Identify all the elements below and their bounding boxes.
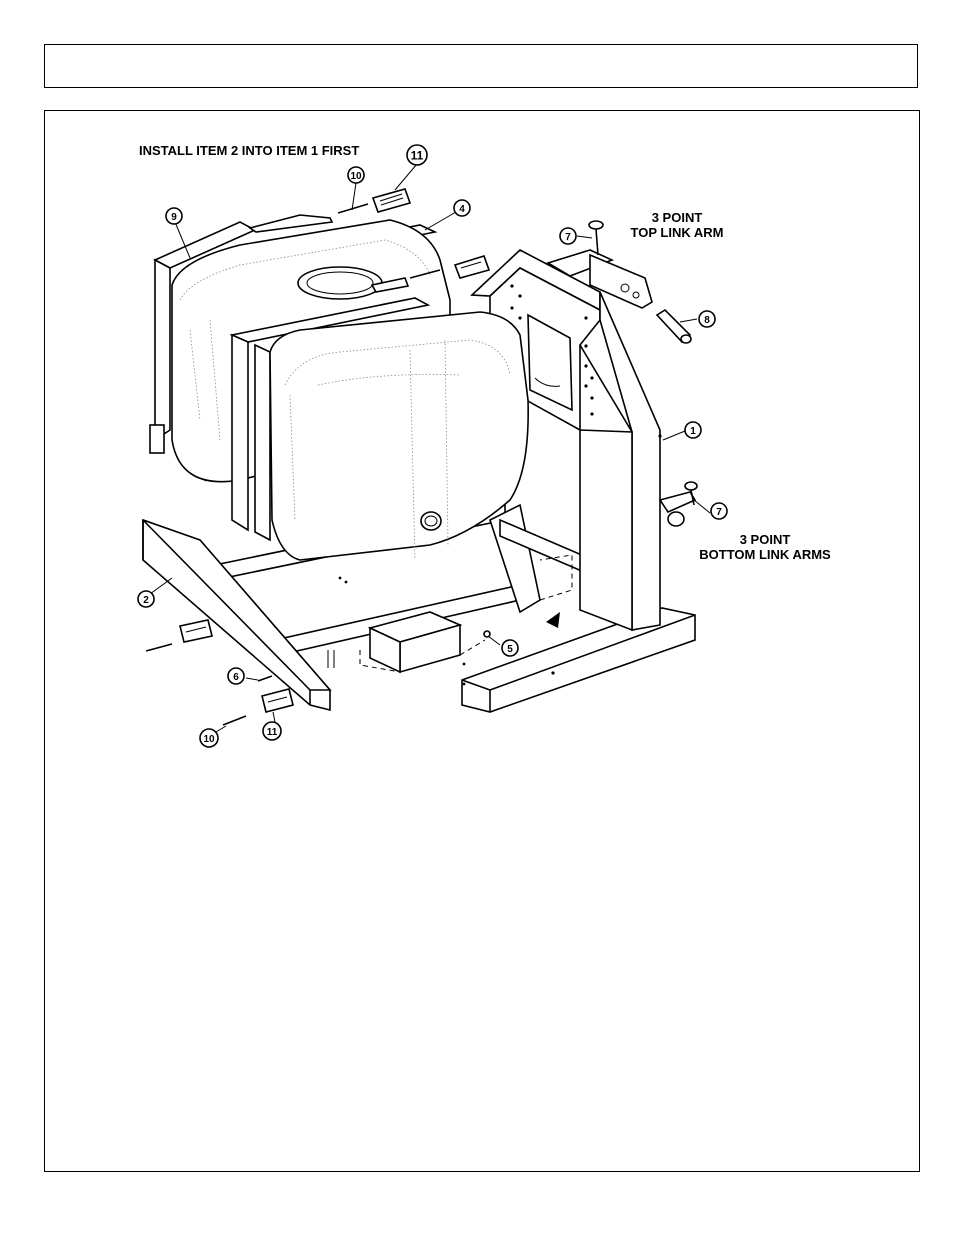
install-instruction: INSTALL ITEM 2 INTO ITEM 1 FIRST bbox=[139, 143, 359, 158]
callout-10-top-text: 10 bbox=[350, 171, 362, 182]
callout-7-bottom-text: 7 bbox=[716, 507, 722, 518]
callout-10-bottom: 10 bbox=[199, 728, 219, 748]
header-box bbox=[44, 44, 918, 88]
callout-11-bottom: 11 bbox=[262, 721, 282, 741]
callout-8-text: 8 bbox=[704, 315, 710, 326]
callout-6-text: 6 bbox=[233, 672, 239, 683]
callout-2: 2 bbox=[137, 590, 155, 608]
callout-5: 5 bbox=[501, 639, 519, 657]
diagram-frame bbox=[44, 110, 920, 1172]
callout-5-text: 5 bbox=[507, 644, 513, 655]
callout-11-top-text: 11 bbox=[411, 149, 424, 163]
callout-8: 8 bbox=[698, 310, 716, 328]
callout-7-top-text: 7 bbox=[565, 232, 571, 243]
callout-11-bottom-text: 11 bbox=[267, 727, 278, 738]
hardware bbox=[145, 188, 698, 726]
callout-7-top: 7 bbox=[559, 227, 577, 245]
callout-2-text: 2 bbox=[143, 595, 149, 606]
callout-10-bottom-text: 10 bbox=[203, 734, 215, 745]
top-link-label-line1: 3 POINT bbox=[652, 210, 703, 225]
leader-lines bbox=[149, 163, 711, 733]
callout-4: 4 bbox=[453, 199, 471, 217]
callout-7-bottom: 7 bbox=[710, 502, 728, 520]
tank-assembly bbox=[149, 214, 529, 561]
callout-6: 6 bbox=[227, 667, 245, 685]
callout-9: 9 bbox=[165, 207, 183, 225]
callout-1: 1 bbox=[684, 421, 702, 439]
callout-9-text: 9 bbox=[171, 212, 177, 223]
bottom-link-label-line2: BOTTOM LINK ARMS bbox=[699, 547, 831, 562]
top-link-label-line2: TOP LINK ARM bbox=[631, 225, 724, 240]
callout-4-text: 4 bbox=[459, 204, 465, 215]
callout-10-top: 10 bbox=[347, 166, 365, 184]
callout-11-top: 11 bbox=[406, 144, 428, 166]
callout-1-text: 1 bbox=[690, 426, 696, 437]
bottom-link-label-line1: 3 POINT bbox=[740, 532, 791, 547]
